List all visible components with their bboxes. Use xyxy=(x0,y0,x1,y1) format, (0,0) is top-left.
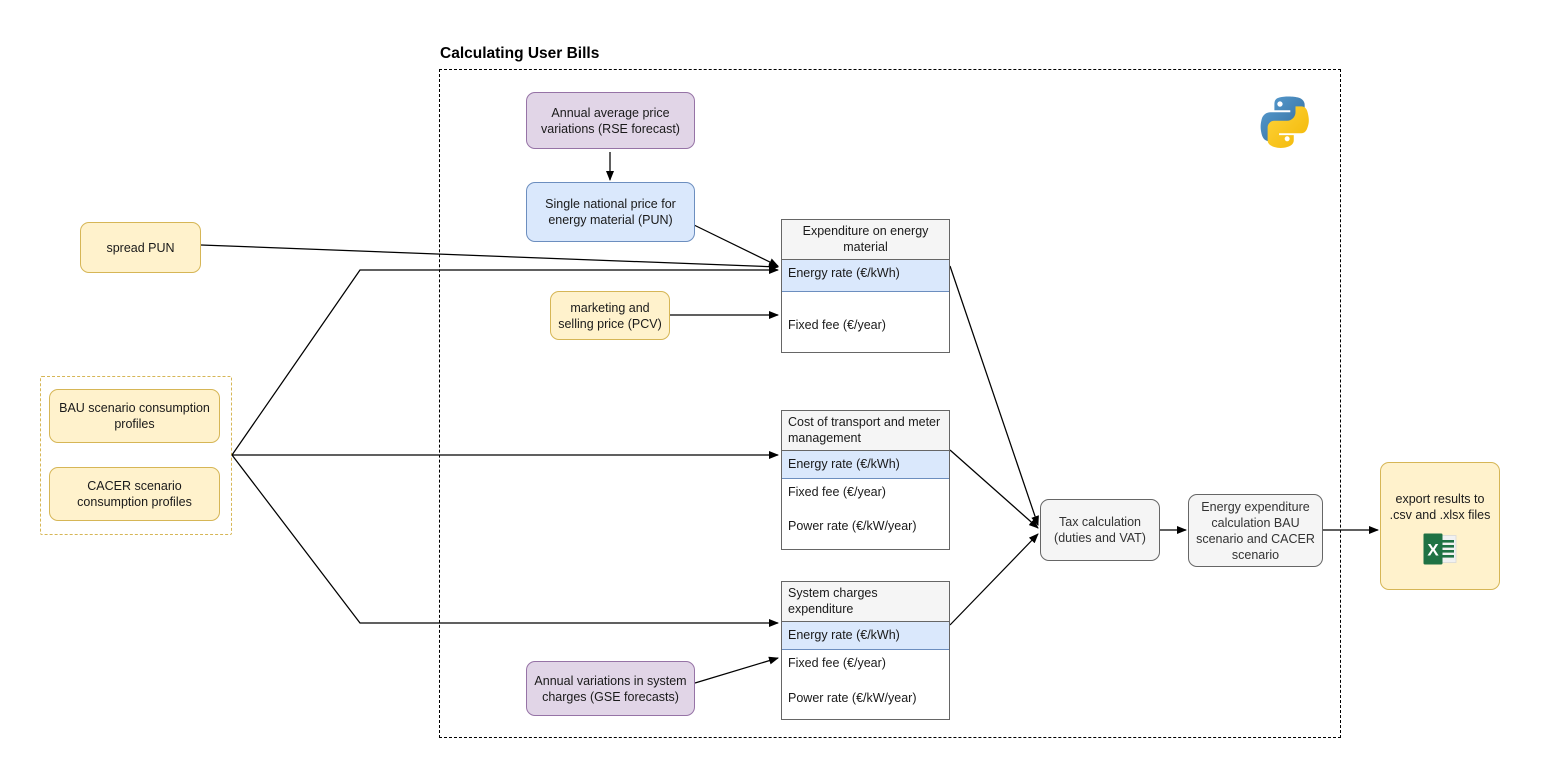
node-rse-forecast-label: Annual average price variations (RSE for… xyxy=(541,105,680,136)
node-pun[interactable]: Single national price for energy materia… xyxy=(526,182,695,242)
node-cacer-profiles[interactable]: CACER scenario consumption profiles xyxy=(49,467,220,521)
node-pcv-label: marketing and selling price (PCV) xyxy=(558,300,662,331)
scenario-profiles-group xyxy=(40,376,232,535)
node-energy-expenditure-calculation[interactable]: Energy expenditure calculation BAU scena… xyxy=(1188,494,1323,567)
node-spread-pun[interactable]: spread PUN xyxy=(80,222,201,273)
table-header: Cost of transport and meter management xyxy=(782,411,949,452)
table-row[interactable]: Energy rate (€/kWh) xyxy=(782,451,949,480)
table-cost-transport-meter[interactable]: Cost of transport and meter management E… xyxy=(781,410,950,550)
table-row[interactable]: Fixed fee (€/year) xyxy=(782,650,949,685)
table-row[interactable]: Fixed fee (€/year) xyxy=(782,479,949,514)
table-row[interactable]: Energy rate (€/kWh) xyxy=(782,622,949,651)
table-header: System charges expenditure xyxy=(782,582,949,623)
node-export-results-label: export results to .csv and .xlsx files xyxy=(1389,492,1491,522)
node-bau-profiles-label: BAU scenario consumption profiles xyxy=(59,401,210,431)
table-header: Expenditure on energy material xyxy=(782,220,949,261)
python-logo xyxy=(1260,96,1309,148)
node-cacer-profiles-label: CACER scenario consumption profiles xyxy=(77,479,192,509)
excel-file-icon: X xyxy=(1423,533,1457,565)
node-export-results[interactable]: export results to .csv and .xlsx files X xyxy=(1380,462,1500,590)
table-row[interactable]: Power rate (€/kW/year) xyxy=(782,684,949,719)
table-system-charges[interactable]: System charges expenditure Energy rate (… xyxy=(781,581,950,720)
group-title: Calculating User Bills xyxy=(440,45,600,62)
svg-text:X: X xyxy=(1427,541,1439,560)
node-tax-calculation[interactable]: Tax calculation (duties and VAT) xyxy=(1040,499,1160,561)
table-row[interactable]: Power rate (€/kW/year) xyxy=(782,513,949,548)
table-expenditure-energy-material[interactable]: Expenditure on energy material Energy ra… xyxy=(781,219,950,353)
node-energy-expenditure-calculation-label: Energy expenditure calculation BAU scena… xyxy=(1196,499,1315,562)
node-tax-calculation-label: Tax calculation (duties and VAT) xyxy=(1054,515,1146,545)
table-row[interactable]: Energy rate (€/kWh) xyxy=(782,260,949,293)
node-gse-forecast[interactable]: Annual variations in system charges (GSE… xyxy=(526,661,695,716)
node-bau-profiles[interactable]: BAU scenario consumption profiles xyxy=(49,389,220,443)
table-row[interactable]: Fixed fee (€/year) xyxy=(782,292,949,340)
node-rse-forecast[interactable]: Annual average price variations (RSE for… xyxy=(526,92,695,149)
node-pun-label: Single national price for energy materia… xyxy=(545,197,676,227)
node-spread-pun-label: spread PUN xyxy=(106,240,175,255)
node-pcv[interactable]: marketing and selling price (PCV) xyxy=(550,291,670,340)
node-gse-forecast-label: Annual variations in system charges (GSE… xyxy=(534,673,687,704)
